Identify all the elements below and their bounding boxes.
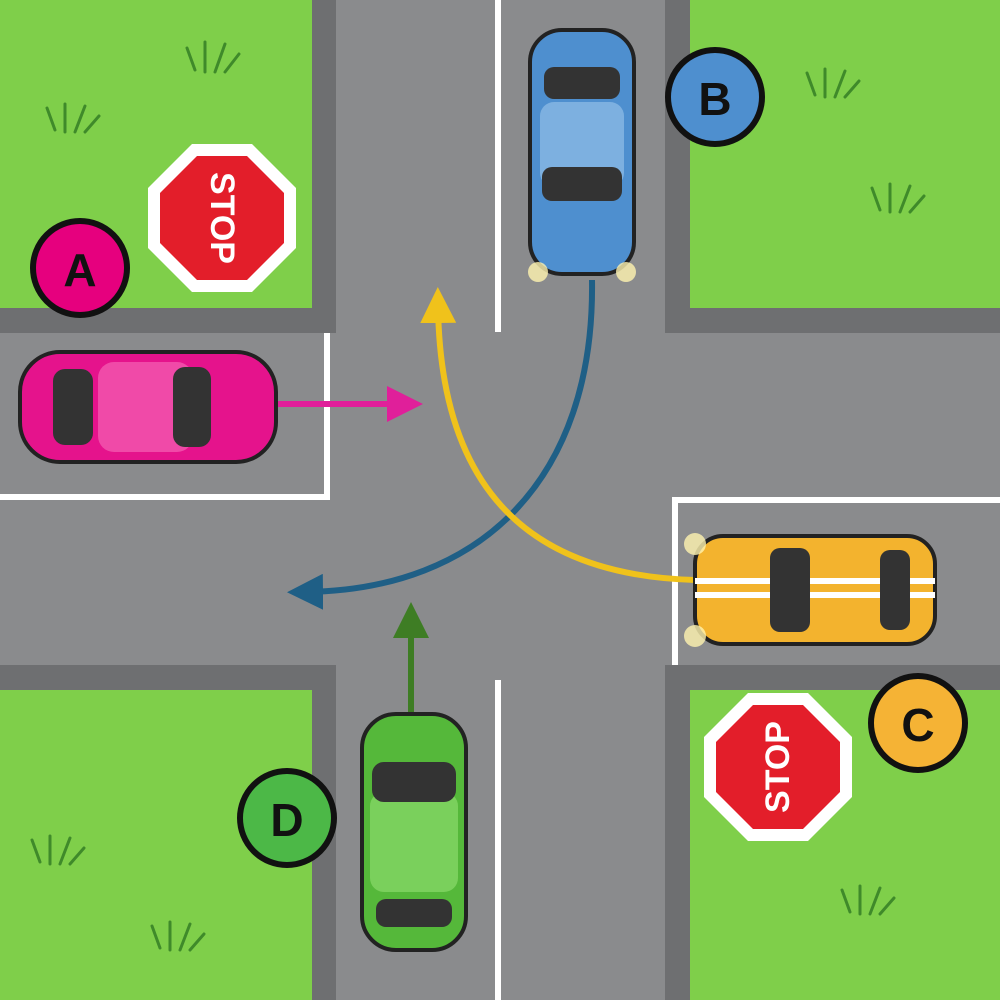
car-a	[18, 350, 278, 464]
stop-line-right	[672, 497, 1000, 665]
rear-window	[53, 369, 93, 445]
arrow-car-c-right-turn	[420, 287, 696, 583]
label-d: D	[237, 768, 337, 868]
stop-line-left	[0, 333, 330, 500]
car-c	[684, 533, 937, 647]
stop-sign-text: STOP	[203, 172, 241, 264]
arrow-car-b-right-turn	[287, 279, 596, 610]
label-c-text: C	[901, 699, 934, 751]
windshield	[173, 367, 211, 447]
grass-top-right	[690, 0, 1000, 308]
windshield	[542, 167, 622, 201]
windshield	[372, 762, 456, 802]
grass-tufts	[30, 40, 926, 952]
label-b-text: B	[698, 73, 731, 125]
rear-window	[376, 899, 452, 927]
headlight	[528, 262, 548, 282]
car-b	[528, 28, 636, 282]
rear-window	[544, 67, 620, 99]
label-a: A	[30, 218, 130, 318]
label-b: B	[665, 47, 765, 147]
label-c: C	[868, 673, 968, 773]
label-d-text: D	[270, 794, 303, 846]
headlight	[684, 533, 706, 555]
headlight	[616, 262, 636, 282]
headlight	[684, 625, 706, 647]
rear-window	[880, 550, 910, 630]
stop-sign-text: STOP	[759, 721, 797, 813]
arrows	[275, 279, 696, 712]
stop-sign-bottom-right: STOP	[704, 693, 852, 841]
label-a-text: A	[63, 244, 96, 296]
stop-sign-top-left: STOP	[148, 144, 296, 292]
car-d	[360, 712, 468, 952]
windshield	[770, 548, 810, 632]
